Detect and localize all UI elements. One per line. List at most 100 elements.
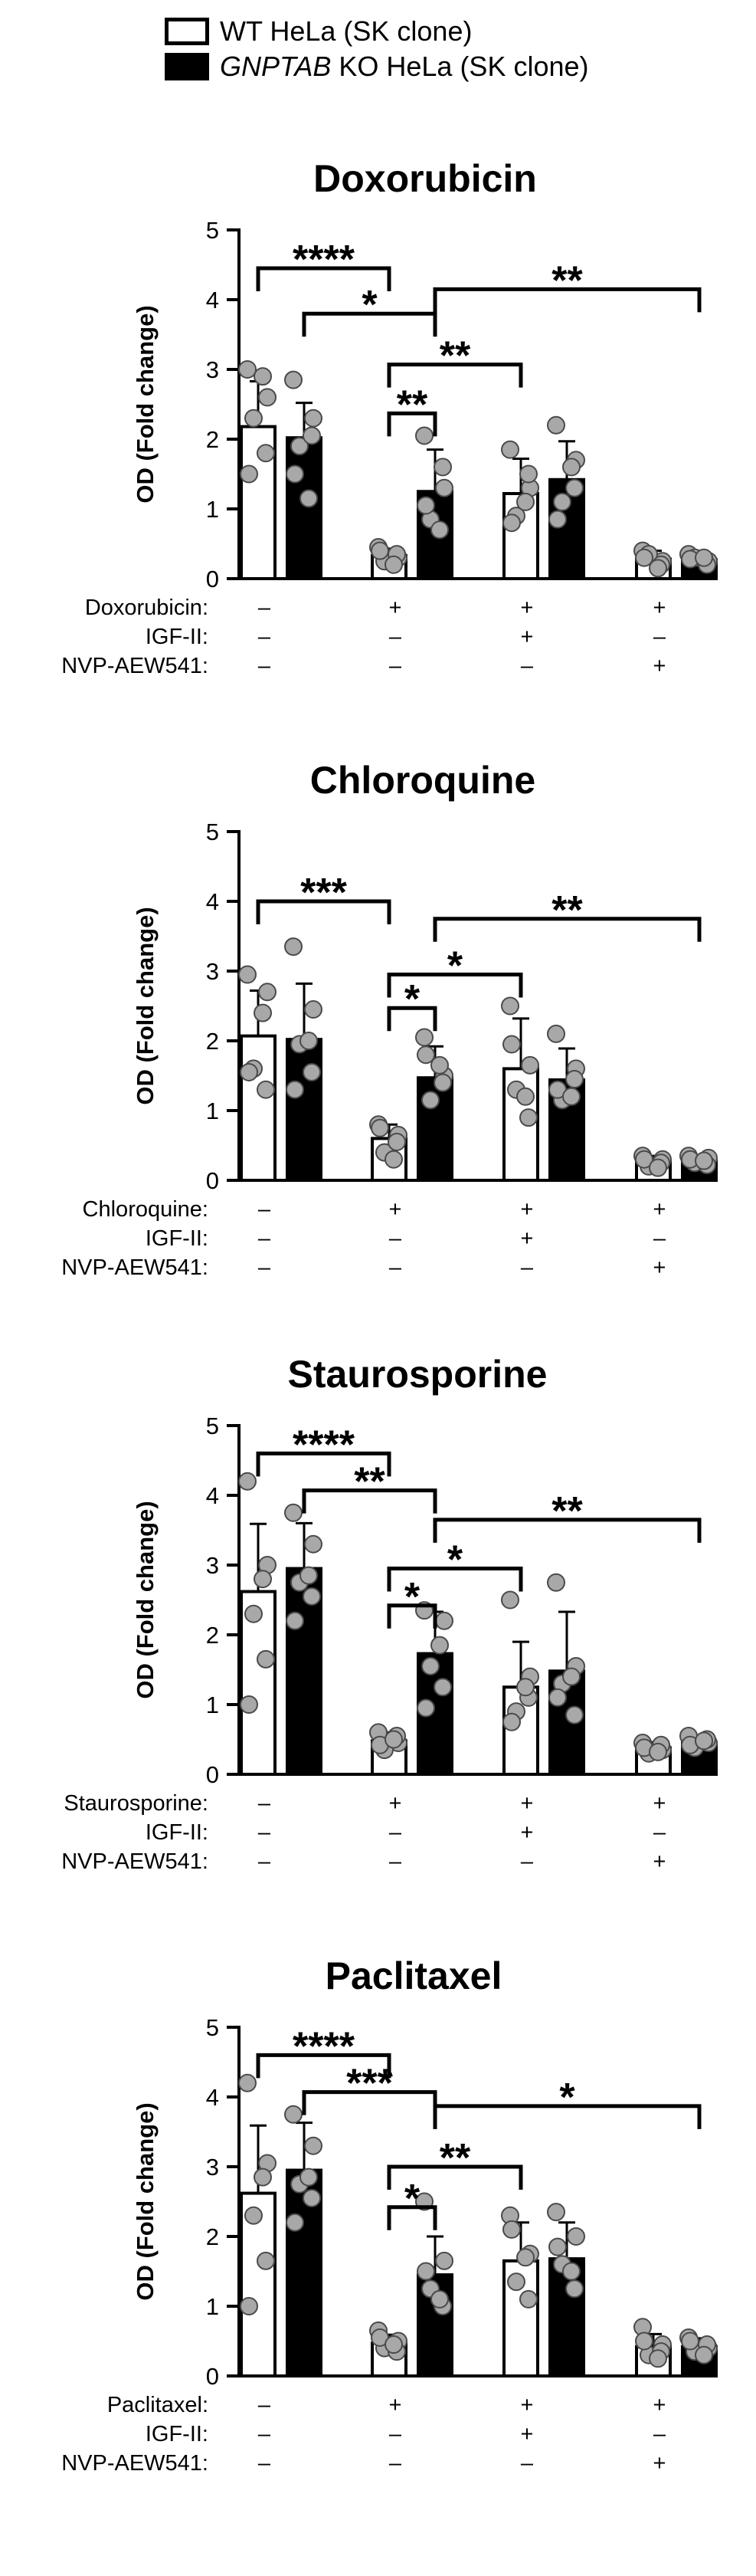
- data-point: [258, 983, 277, 1002]
- data-point: [415, 1028, 434, 1047]
- legend-item-wt: WT HeLa (SK clone): [165, 14, 589, 49]
- data-point: [284, 937, 303, 957]
- data-point: [435, 2251, 453, 2270]
- data-point: [501, 996, 519, 1016]
- significance-bracket: [302, 2090, 437, 2115]
- significance-label: **: [551, 888, 583, 933]
- data-point: [516, 1678, 535, 1697]
- significance-bracket: [256, 899, 391, 924]
- y-tick-label: 4: [206, 1482, 219, 1509]
- data-point: [562, 458, 581, 477]
- significance-bracket: [256, 1451, 391, 1477]
- y-axis-label: OD (Fold change): [132, 305, 159, 503]
- data-point: [303, 426, 321, 445]
- y-axis-label: OD (Fold change): [132, 2102, 159, 2300]
- treatment-mark: +: [521, 1791, 534, 1816]
- significance-bracket: [387, 363, 523, 388]
- y-tick-label: 0: [206, 1167, 219, 1194]
- bar: [286, 436, 322, 580]
- treatment-mark: –: [258, 1197, 271, 1222]
- data-point: [562, 1087, 581, 1106]
- legend-swatch-filled: [165, 53, 209, 80]
- data-point: [553, 492, 571, 511]
- treatment-mark: –: [258, 1849, 271, 1874]
- data-point: [254, 367, 272, 386]
- significance-bracket: [302, 311, 437, 337]
- treatment-row-label: NVP-AEW541:: [61, 654, 208, 678]
- data-point: [547, 2203, 565, 2222]
- data-point: [434, 1678, 452, 1697]
- data-point: [284, 2105, 303, 2124]
- data-point: [371, 541, 389, 560]
- treatment-row-label: IGF-II:: [146, 1226, 208, 1251]
- data-point: [695, 548, 713, 567]
- treatment-row-label: Chloroquine:: [83, 1197, 208, 1222]
- data-point: [502, 1712, 521, 1731]
- data-point: [565, 2279, 584, 2299]
- treatment-mark: –: [258, 2393, 271, 2417]
- significance-label: **: [440, 334, 471, 379]
- data-point: [240, 1062, 258, 1081]
- significance-label: **: [551, 258, 583, 303]
- legend-item-ko: GNPTAB KO HeLa (SK clone): [165, 49, 589, 84]
- significance-bracket: [387, 2164, 523, 2190]
- data-point: [290, 437, 309, 456]
- significance-label: *: [404, 1575, 421, 1619]
- treatment-mark: +: [521, 2422, 534, 2446]
- treatment-mark: +: [653, 2451, 666, 2476]
- data-point: [519, 464, 538, 484]
- data-point: [681, 2332, 699, 2351]
- legend-label-wt: WT HeLa (SK clone): [220, 15, 473, 47]
- data-point: [258, 388, 277, 407]
- data-point: [565, 478, 584, 497]
- treatment-mark: –: [521, 2451, 534, 2476]
- treatment-row-label: NVP-AEW541:: [61, 1255, 208, 1280]
- data-point: [502, 514, 521, 533]
- data-point: [244, 2206, 263, 2225]
- treatment-mark: +: [653, 1197, 666, 1222]
- data-point: [649, 1158, 667, 1177]
- data-point: [548, 2237, 567, 2256]
- treatment-mark: –: [258, 1820, 271, 1845]
- data-point: [299, 2167, 318, 2187]
- significance-label: ***: [300, 871, 347, 915]
- data-point: [562, 1667, 581, 1686]
- data-point: [516, 1087, 535, 1106]
- treatment-mark: –: [389, 2451, 402, 2476]
- data-point: [286, 2213, 304, 2232]
- y-tick-label: 5: [206, 2014, 219, 2041]
- data-point: [244, 409, 263, 428]
- data-point: [254, 1003, 272, 1022]
- data-point: [502, 1035, 521, 1054]
- data-point: [635, 548, 653, 567]
- data-point: [695, 1151, 713, 1170]
- data-point: [417, 2262, 435, 2281]
- significance-label: *: [447, 1538, 463, 1583]
- significance-label: ***: [346, 2062, 393, 2106]
- data-point: [304, 1000, 322, 1019]
- legend: WT HeLa (SK clone) GNPTAB KO HeLa (SK cl…: [165, 14, 589, 84]
- data-point: [304, 1534, 322, 1554]
- y-tick-label: 4: [206, 2084, 219, 2111]
- data-point: [286, 1611, 304, 1630]
- data-point: [562, 2262, 581, 2281]
- data-point: [257, 2251, 275, 2270]
- chart-title: Staurosporine: [288, 1353, 548, 1396]
- significance-bracket: [387, 2205, 437, 2230]
- data-point: [649, 2349, 667, 2368]
- treatment-mark: +: [389, 2393, 402, 2417]
- data-point: [240, 464, 258, 484]
- data-point: [304, 2136, 322, 2155]
- data-point: [435, 1611, 453, 1630]
- data-point: [502, 2220, 521, 2239]
- data-point: [385, 555, 403, 574]
- data-point: [516, 492, 535, 511]
- data-point: [547, 415, 565, 435]
- treatment-mark: +: [521, 625, 534, 649]
- bar: [286, 1038, 322, 1183]
- y-tick-label: 4: [206, 888, 219, 915]
- significance-label: ****: [293, 2024, 355, 2069]
- significance-bracket: [433, 2104, 702, 2129]
- y-tick-label: 2: [206, 1028, 219, 1055]
- data-point: [547, 1573, 565, 1592]
